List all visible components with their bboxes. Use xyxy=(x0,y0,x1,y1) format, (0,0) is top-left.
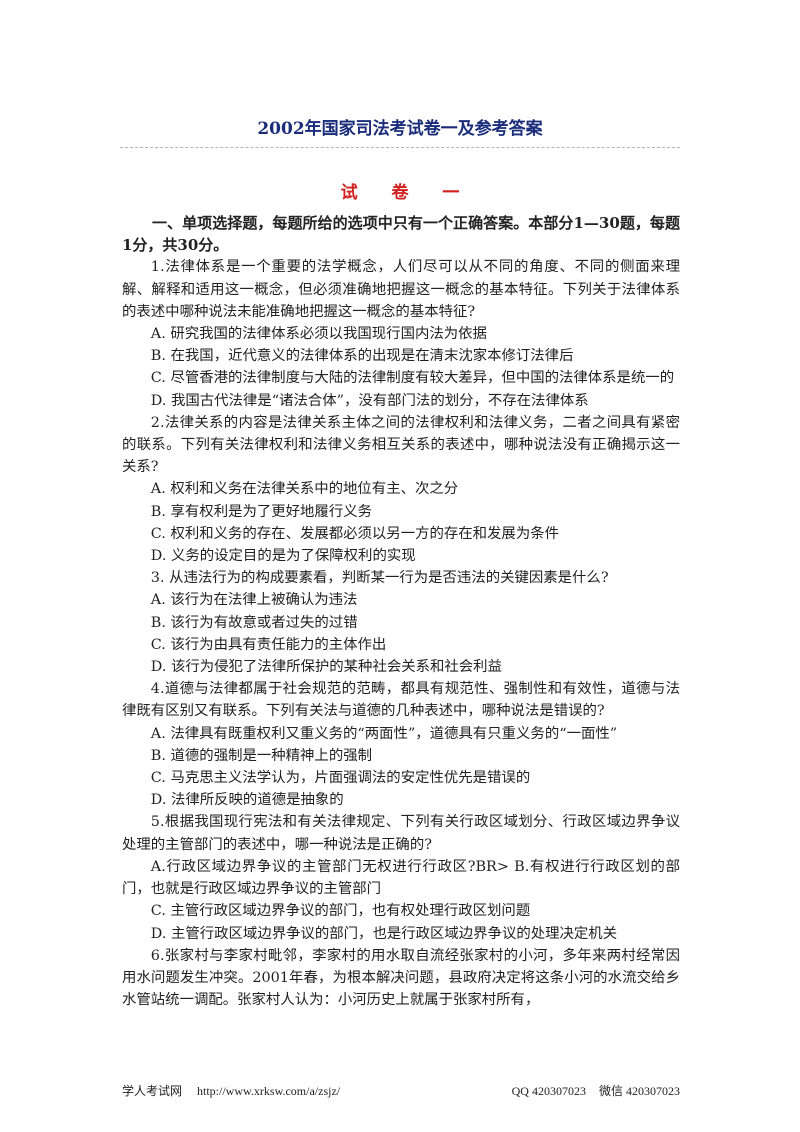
answer-option: B. 在我国，近代意义的法律体系的出现是在清末沈家本修订法律后 xyxy=(150,348,574,365)
answer-option: C. 尽管香港的法律制度与大陆的法律制度有较大差异，但中国的法律体系是统一的 xyxy=(150,370,675,387)
footer-site-name: 学人考试网 xyxy=(122,1084,183,1098)
question-stem: 3. 从违法行为的构成要素看，判断某一行为是否违法的关键因素是什么? xyxy=(150,570,609,587)
answer-option: C. 权利和义务的存在、发展都必须以另一方的存在和发展为条件 xyxy=(150,525,559,542)
question-stem: 4.道德与法律都属于社会规范的范畴，都具有规范性、强制性和有效性，道德与法律既有… xyxy=(122,681,680,720)
answer-option: D. 法律所反映的道德是抽象的 xyxy=(150,792,344,809)
footer-wechat: 微信 420307023 xyxy=(598,1084,680,1098)
answer-option: B. 道德的强制是一种精神上的强制 xyxy=(150,747,372,764)
exam-paper-heading: 试 卷 一 xyxy=(340,183,474,203)
answer-option: A. 法律具有既重权利又重义务的“两面性”，道德具有只重义务的“一面性” xyxy=(150,725,618,742)
document-body: 一、单项选择题，每题所给的选项中只有一个正确答案。本部分1—30题，每题1分，共… xyxy=(122,212,680,1011)
answer-option: D. 我国古代法律是“诸法合体”，没有部门法的划分，不存在法律体系 xyxy=(150,392,589,409)
footer-right: QQ 420307023 微信 420307023 xyxy=(502,1082,680,1099)
answer-option: C. 该行为由具有责任能力的主体作出 xyxy=(150,636,387,653)
answer-option: A. 研究我国的法律体系必须以我国现行国内法为依据 xyxy=(150,326,487,343)
question-stem: 1.法律体系是一个重要的法学概念，人们尽可以从不同的角度、不同的侧面来理解、解释… xyxy=(122,259,680,320)
answer-option: A. 该行为在法律上被确认为违法 xyxy=(150,592,358,609)
answer-option: B. 该行为有故意或者过失的过错 xyxy=(150,614,358,631)
footer-qq: QQ 420307023 xyxy=(511,1084,586,1098)
answer-option: D. 义务的设定目的是为了保障权利的实现 xyxy=(150,548,416,565)
document-title: 2002年国家司法考试卷一及参考答案 xyxy=(257,119,543,139)
question-stem: 6.张家村与李家村毗邻，李家村的用水取自流经张家村的小河，多年来两村经常因用水问… xyxy=(122,947,680,1009)
section-heading: 一、单项选择题，每题所给的选项中只有一个正确答案。本部分1—30题，每题1分，共… xyxy=(122,214,680,255)
footer-left: 学人考试网 http://www.xrksw.com/a/zsjz/ xyxy=(122,1082,352,1099)
answer-option: C. 主管行政区域边界争议的部门，也有权处理行政区划问题 xyxy=(150,903,531,920)
answer-option: C. 马克思主义法学认为，片面强调法的安定性优先是错误的 xyxy=(150,770,531,787)
answer-option: A.行政区域边界争议的主管部门无权进行行政区?BR> B.有权进行行政区划的部门… xyxy=(122,858,680,898)
answer-option: B. 享有权利是为了更好地履行义务 xyxy=(150,503,372,520)
answer-option: A. 权利和义务在法律关系中的地位有主、次之分 xyxy=(150,481,459,498)
answer-option: D. 该行为侵犯了法律所保护的某种社会关系和社会利益 xyxy=(150,659,502,676)
question-stem: 2.法律关系的内容是法律关系主体之间的法律权利和法律义务，二者之间具有紧密的联系… xyxy=(122,414,680,476)
answer-option: D. 主管行政区域边界争议的部门，也是行政区域边界争议的处理决定机关 xyxy=(150,925,618,942)
page-footer: 学人考试网 http://www.xrksw.com/a/zsjz/ QQ 42… xyxy=(122,1082,680,1099)
question-list: 1.法律体系是一个重要的法学概念，人们尽可以从不同的角度、不同的侧面来理解、解释… xyxy=(122,256,680,1011)
title-divider xyxy=(120,147,680,148)
footer-url[interactable]: http://www.xrksw.com/a/zsjz/ xyxy=(197,1084,341,1098)
question-stem: 5.根据我国现行宪法和有关法律规定、下列有关行政区域划分、行政区域边界争议处理的… xyxy=(122,814,680,853)
